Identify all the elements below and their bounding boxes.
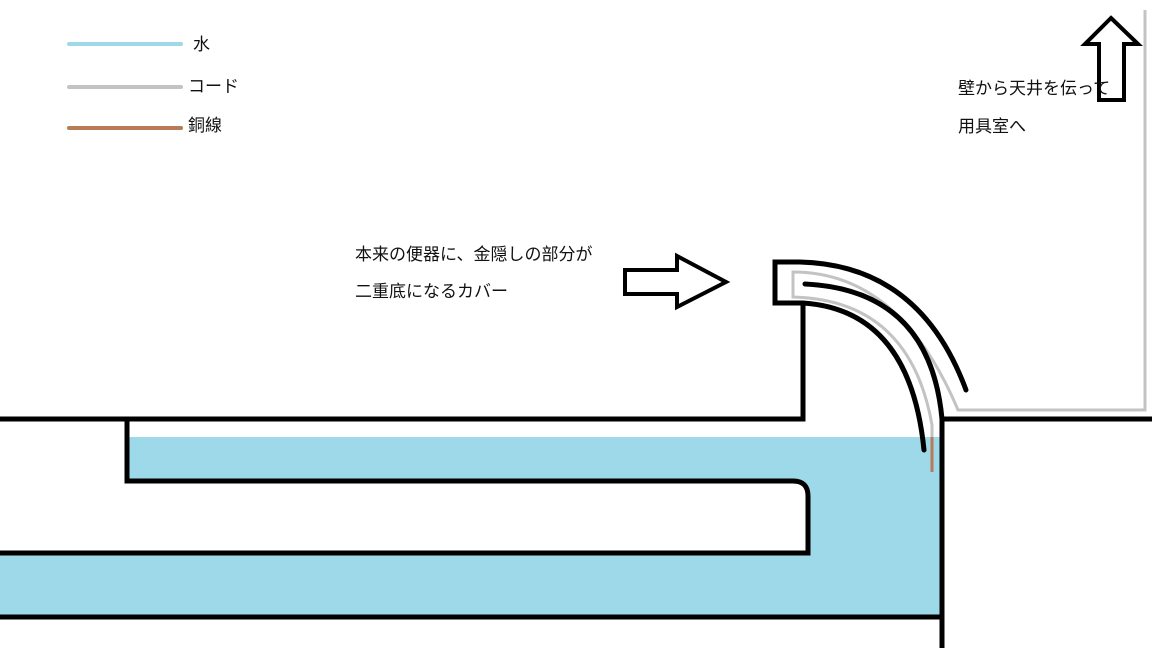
cover-outline bbox=[772, 259, 969, 453]
route-annotation-line1: 壁から天井を伝って bbox=[958, 79, 1111, 99]
cover-annotation-line1: 本来の便器に、金隠しの部分が bbox=[355, 245, 593, 265]
up-arrow-icon bbox=[1080, 15, 1143, 102]
legend-copper-label: 銅線 bbox=[188, 116, 222, 136]
water-area bbox=[0, 437, 942, 617]
cord-line bbox=[791, 10, 1147, 440]
legend-water-label: 水 bbox=[193, 35, 210, 55]
route-annotation-line2: 用具室へ bbox=[958, 117, 1026, 137]
cover-annotation-line2: 二重底になるカバー bbox=[355, 282, 508, 302]
legend-cord-label: コード bbox=[188, 77, 239, 97]
right-arrow-icon bbox=[623, 252, 731, 311]
